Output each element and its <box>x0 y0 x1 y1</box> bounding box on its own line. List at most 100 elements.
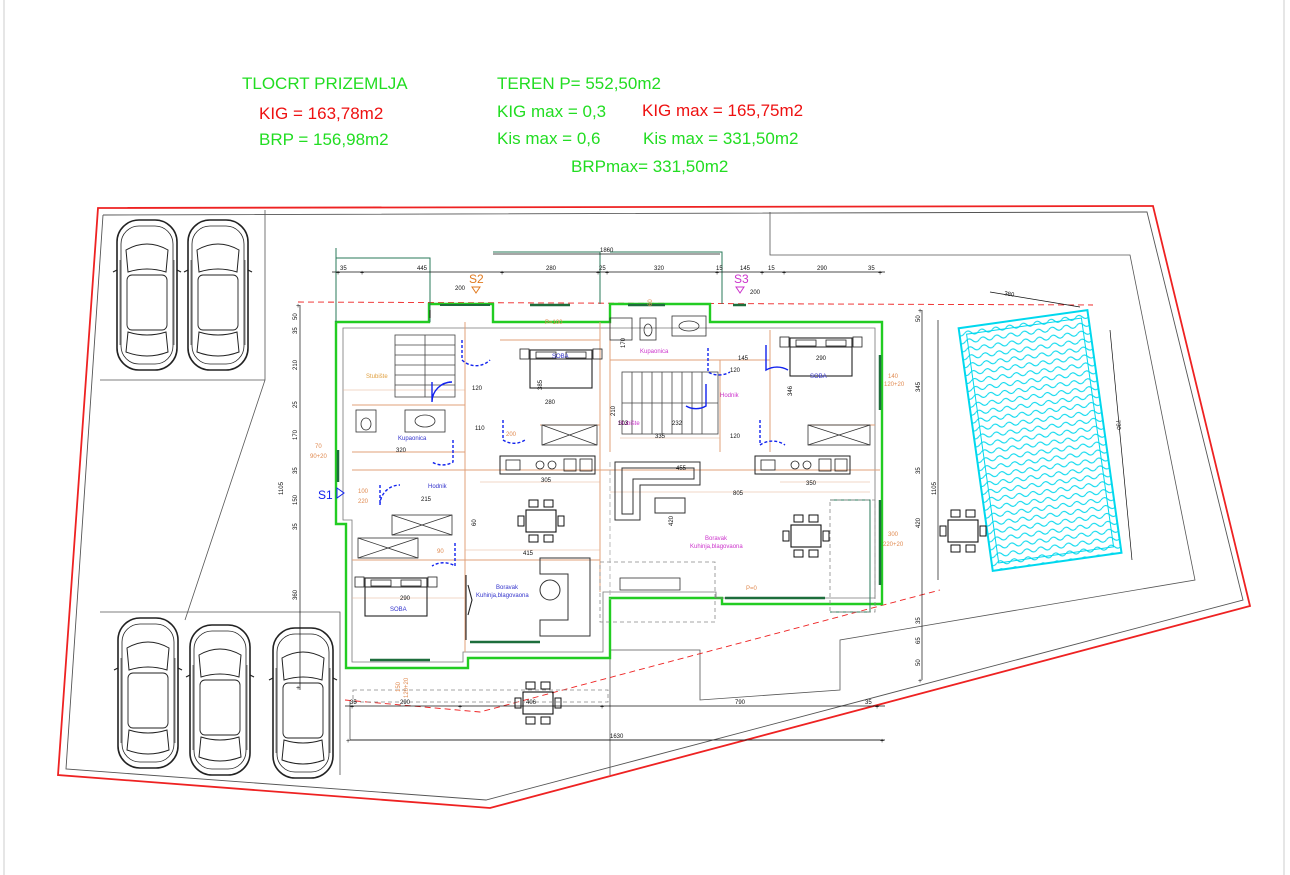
room-stubiste-label: Stubište <box>618 421 640 427</box>
svg-text:120: 120 <box>730 368 741 374</box>
room-hodnik-label: Hodnik <box>720 393 740 399</box>
svg-text:35: 35 <box>865 700 872 706</box>
terrace-dashes <box>352 499 876 703</box>
room-kupaonica-label: Kupaonica <box>640 349 669 355</box>
svg-text:25: 25 <box>293 401 299 408</box>
svg-text:140: 140 <box>888 374 899 380</box>
car-icon <box>183 219 253 371</box>
svg-text:+: + <box>878 270 882 277</box>
svg-text:120: 120 <box>730 434 741 440</box>
svg-text:335: 335 <box>655 434 666 440</box>
dining-table-icon <box>517 499 565 543</box>
svg-text:+: + <box>918 678 922 685</box>
kig-value: KIG = 163,78m2 <box>259 104 384 123</box>
svg-text:+: + <box>760 270 764 277</box>
svg-text:35: 35 <box>293 523 299 530</box>
dimension-lines <box>299 253 1133 741</box>
car-icon <box>113 617 183 769</box>
svg-text:35: 35 <box>868 266 875 272</box>
room-soba-label: SOBA <box>552 354 569 360</box>
bathroom-fixtures <box>355 315 707 433</box>
svg-text:35: 35 <box>916 617 922 624</box>
svg-text:50: 50 <box>916 659 922 666</box>
svg-text:+: + <box>875 704 879 711</box>
svg-text:455: 455 <box>676 466 687 472</box>
svg-text:15: 15 <box>768 266 775 272</box>
dining-table-icon <box>939 509 987 553</box>
opening-annotations: 140 120+20 100 220 90 90+20 70 200 300 2… <box>310 299 905 698</box>
teren-value: TEREN P= 552,50m2 <box>497 74 661 93</box>
svg-text:+: + <box>360 270 364 277</box>
drawing-title: TLOCRT PRIZEMLJA <box>242 74 408 93</box>
car-icon <box>268 627 338 779</box>
svg-text:+: + <box>350 704 354 711</box>
svg-text:280: 280 <box>546 266 557 272</box>
room-hodnik-label: Hodnik <box>428 484 448 490</box>
building-outline <box>334 302 884 670</box>
svg-text:150: 150 <box>396 681 402 692</box>
room-boravak-label: Boravak <box>705 536 728 542</box>
svg-text:120+20: 120+20 <box>404 677 410 698</box>
svg-text:300: 300 <box>888 532 899 538</box>
svg-text:290: 290 <box>817 266 828 272</box>
kig-max-area: KIG max = 165,75m2 <box>642 101 804 120</box>
section-s3: S3 <box>734 272 749 286</box>
terrain-line-e <box>609 212 1196 775</box>
svg-text:103: 103 <box>618 421 629 427</box>
svg-text:232: 232 <box>672 421 683 427</box>
section-s1: S1 <box>318 488 333 502</box>
dining-table-icon <box>514 681 562 725</box>
svg-text:+: + <box>336 270 340 277</box>
svg-text:35: 35 <box>293 327 299 334</box>
roof-line <box>610 251 723 304</box>
room-kupaonica-label: Kupaonica <box>398 436 427 442</box>
svg-text:50: 50 <box>293 313 299 320</box>
room-boravak-sub-label: Kuhinja,blagovaona <box>690 544 743 550</box>
svg-text:50: 50 <box>916 315 922 322</box>
svg-text:220+20: 220+20 <box>883 542 904 548</box>
svg-text:200: 200 <box>455 286 466 292</box>
svg-text:210: 210 <box>293 359 299 370</box>
svg-text:200: 200 <box>750 290 761 296</box>
terrain-line-d <box>100 611 341 775</box>
plot-boundary <box>57 205 1252 809</box>
svg-text:120+20: 120+20 <box>884 382 905 388</box>
svg-text:35: 35 <box>916 467 922 474</box>
svg-text:+: + <box>918 308 922 315</box>
doors <box>379 340 789 568</box>
svg-text:360: 360 <box>293 589 299 600</box>
svg-text:35: 35 <box>293 467 299 474</box>
svg-text:35: 35 <box>350 700 357 706</box>
svg-text:1105: 1105 <box>932 481 938 495</box>
svg-text:320: 320 <box>654 266 665 272</box>
kitchen-counter-icon <box>499 455 596 475</box>
top-total-dimension: 1860 <box>600 248 614 254</box>
wardrobes <box>357 424 871 591</box>
svg-text:65: 65 <box>916 637 922 644</box>
svg-text:+: + <box>715 270 719 277</box>
svg-text:170: 170 <box>621 337 627 348</box>
stairs <box>394 334 719 435</box>
room-soba-label: SOBA <box>390 607 407 613</box>
svg-text:+: + <box>605 270 609 277</box>
svg-text:805: 805 <box>733 491 744 497</box>
bottom-total-dimension: 1630 <box>610 734 624 740</box>
svg-text:145: 145 <box>738 356 749 362</box>
pool-width-dimension: 380 <box>1004 291 1016 299</box>
svg-text:790: 790 <box>735 700 746 706</box>
svg-text:200: 200 <box>506 432 517 438</box>
room-stubiste-label: Stubište <box>366 374 388 380</box>
roof-line <box>830 499 871 613</box>
dimension-guides <box>343 389 870 599</box>
svg-text:25: 25 <box>599 266 606 272</box>
svg-text:346: 346 <box>788 385 794 396</box>
svg-text:15: 15 <box>716 266 723 272</box>
svg-text:215: 215 <box>421 497 432 503</box>
kig-max-ratio: KIG max = 0,3 <box>497 102 607 121</box>
svg-text:120: 120 <box>472 386 483 392</box>
kis-max-area: Kis max = 331,50m2 <box>643 129 799 148</box>
brp-value: BRP = 156,98m2 <box>259 130 389 149</box>
kis-max-ratio: Kis max = 0,6 <box>497 129 601 148</box>
